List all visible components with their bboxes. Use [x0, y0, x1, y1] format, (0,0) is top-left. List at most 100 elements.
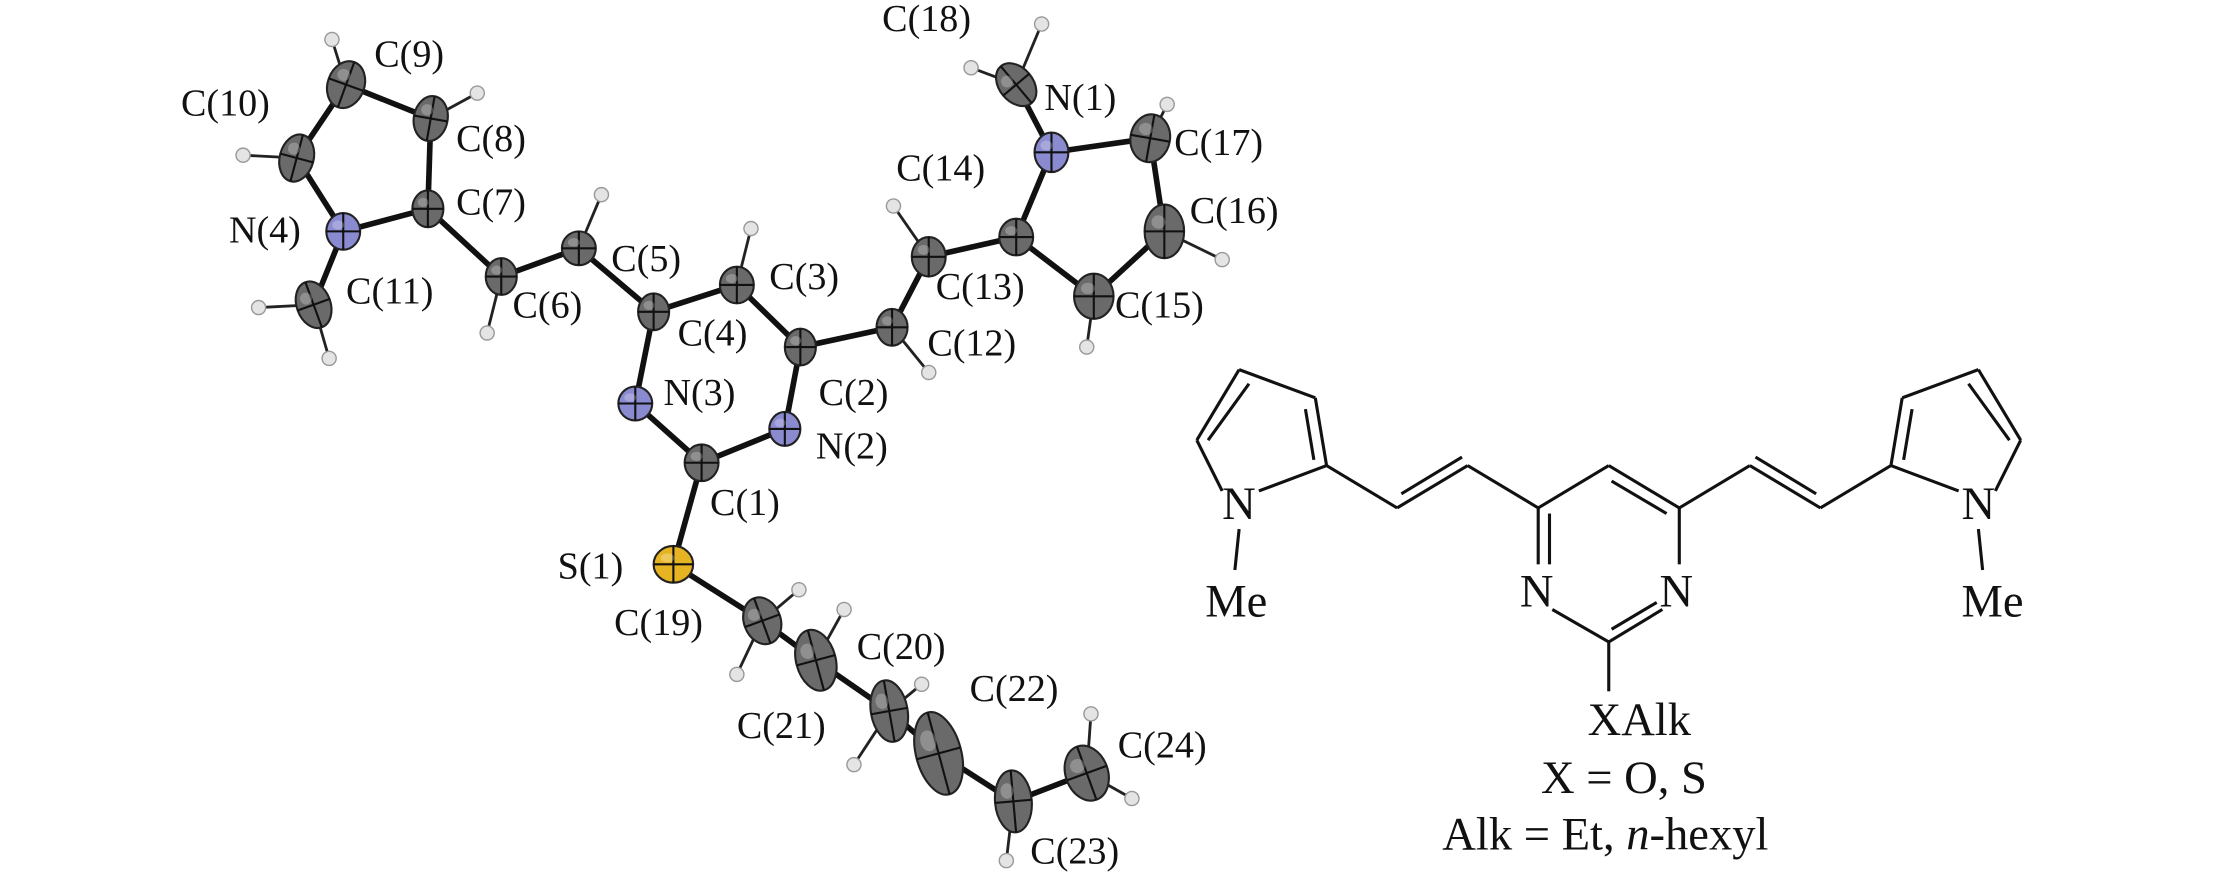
formula-bond	[1195, 439, 1224, 492]
pyrrole-n-right: N	[1961, 479, 1995, 530]
methyl-left: Me	[1205, 577, 1267, 628]
hydrogen-atom	[324, 31, 340, 48]
atom-label-C2: C(2)	[819, 372, 889, 414]
atom-label-C11: C(11)	[346, 270, 433, 312]
formula-bond	[1313, 397, 1329, 466]
formula-bond	[1551, 608, 1610, 644]
formula-bond	[1400, 455, 1463, 496]
formula-bond	[1607, 608, 1664, 644]
hydrogen-atom	[920, 364, 937, 381]
formula-bond	[1233, 528, 1241, 571]
hydrogen-atom	[885, 198, 902, 214]
formula-bond	[1206, 382, 1251, 442]
atom-label-N4: N(4)	[229, 210, 301, 252]
atom-C16	[1143, 203, 1186, 260]
atom-label-C4: C(4)	[678, 313, 748, 355]
hydrogen-atom	[998, 852, 1015, 869]
hydrogen-atom	[1078, 339, 1095, 355]
atom-C14	[910, 235, 947, 278]
hydrogen-atom	[321, 350, 337, 367]
hydrogen-atom	[743, 220, 759, 237]
atom-C7	[411, 189, 445, 229]
formula-bond	[1754, 455, 1817, 496]
formula-bond	[1607, 464, 1681, 510]
atom-C19	[742, 596, 783, 646]
atom-label-C20: C(20)	[857, 626, 946, 668]
formula-bond	[1195, 368, 1241, 441]
hydrogen-atom	[836, 601, 852, 618]
atom-label-N2: N(2)	[816, 426, 888, 468]
formula-bond	[1977, 368, 2023, 441]
formula-bond	[1238, 368, 1316, 400]
structural-formula: N N N N Me Me XAlk X = O, S Alk = Et, n-…	[1195, 368, 2024, 860]
atom-C21	[869, 679, 910, 743]
atom-C18	[995, 62, 1038, 108]
formula-bond	[1537, 464, 1610, 510]
atom-N2	[768, 410, 802, 447]
formula-bond	[1610, 479, 1668, 515]
atom-C4	[637, 292, 671, 332]
atom-label-C13: C(13)	[936, 266, 1025, 308]
pyrimidine-n-left: N	[1520, 567, 1554, 618]
atom-C23	[993, 769, 1033, 834]
substituent-label: XAlk	[1588, 695, 1692, 746]
bonds	[242, 23, 1223, 861]
atom-S1	[652, 544, 695, 584]
atom-label-C10: C(10)	[181, 83, 270, 125]
hydrogens	[235, 16, 1230, 869]
atom-label-S1: S(1)	[558, 545, 624, 587]
x-definition: X = O, S	[1541, 753, 1707, 804]
pyrimidine-n-right: N	[1660, 567, 1694, 618]
formula-bond	[1258, 464, 1328, 493]
atom-label-C22: C(22)	[970, 668, 1059, 710]
atom-label-C17: C(17)	[1174, 122, 1263, 164]
atom-C11	[294, 280, 333, 330]
atom-label-C14: C(14)	[896, 148, 985, 190]
atom-label-C1: C(1)	[710, 482, 780, 524]
atom-label-C8: C(8)	[456, 118, 526, 160]
methyl-right: Me	[1961, 577, 2023, 628]
atom-C22	[913, 711, 965, 796]
formula-bond	[1303, 408, 1316, 461]
atom-C8	[412, 95, 449, 142]
hydrogen-atom	[235, 147, 251, 163]
atom-label-C21: C(21)	[737, 705, 826, 747]
atom-label-C7: C(7)	[456, 181, 526, 223]
formula-bond	[1466, 464, 1540, 510]
atom-C20	[794, 628, 838, 692]
atom-C3	[718, 265, 755, 305]
hydrogen-atom	[1124, 790, 1140, 807]
formula-bond	[1902, 408, 1914, 461]
atom-C9	[325, 60, 367, 110]
formula-bond	[1967, 382, 2011, 442]
formula-bond	[1678, 464, 1751, 510]
formula-bonds	[1195, 368, 2023, 692]
ortep-crystal-structure: C(9)C(10)C(8)N(4)C(7)C(11)C(6)C(5)C(4)C(…	[181, 0, 1279, 872]
atom-C2	[783, 327, 817, 367]
hydrogen-atom	[1159, 96, 1175, 113]
hydrogen-atom	[963, 59, 979, 76]
atom-label-C19: C(19)	[614, 602, 703, 644]
atom-label-C23: C(23)	[1030, 830, 1119, 872]
formula-bond	[1819, 464, 1892, 510]
atom-label-C15: C(15)	[1115, 284, 1204, 326]
hydrogen-atom	[791, 581, 807, 598]
atom-label-C6: C(6)	[513, 284, 583, 326]
atom-label-C12: C(12)	[927, 323, 1016, 365]
atom-N4	[325, 211, 362, 251]
atom-C10	[278, 133, 316, 183]
formula-bond	[1976, 528, 1985, 571]
hydrogen-atom	[1083, 706, 1099, 722]
formula-bond	[1993, 439, 2023, 492]
atom-label-C16: C(16)	[1190, 190, 1279, 232]
atom-label-N1: N(1)	[1044, 77, 1116, 119]
atom-C12	[875, 307, 909, 347]
hydrogen-atom	[846, 756, 862, 773]
atom-C15	[1072, 272, 1115, 320]
atom-label-C9: C(9)	[374, 33, 444, 75]
atoms	[278, 60, 1186, 834]
atom-C6	[484, 257, 518, 296]
hydrogen-atom	[479, 325, 495, 341]
hydrogen-atom	[1214, 251, 1230, 268]
atom-C5	[560, 230, 597, 267]
